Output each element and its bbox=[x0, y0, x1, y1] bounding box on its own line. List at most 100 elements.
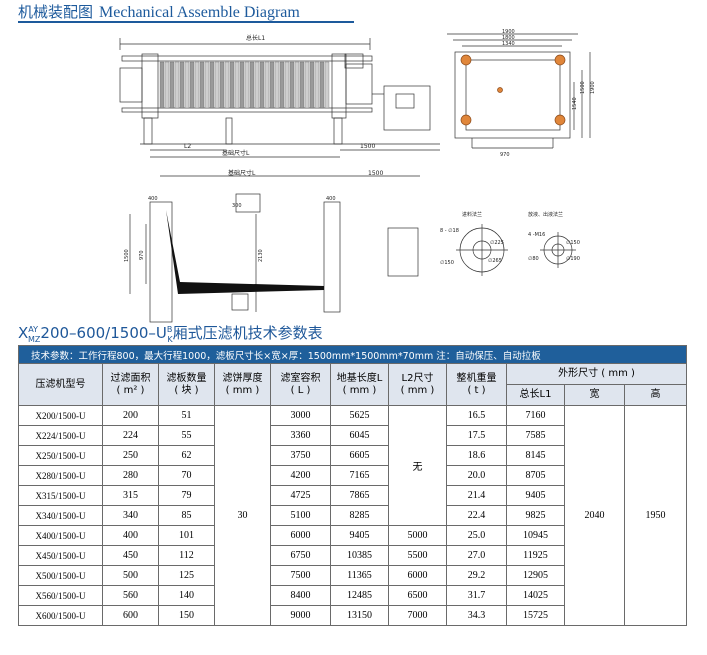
th-plates-label: 滤板数量 bbox=[166, 372, 207, 384]
cell-l2: 6000 bbox=[388, 565, 447, 586]
cell-model: X250/1500-U bbox=[18, 445, 103, 466]
th-outline: 外形尺寸 ( mm ) bbox=[505, 363, 688, 385]
cell-volume: 6750 bbox=[270, 545, 331, 566]
filter-plate bbox=[169, 61, 175, 109]
bolt-8-18: 8 - ∅18 bbox=[440, 228, 459, 234]
assembly-drawing: 总长L1 L2 基础尺寸L 1500 1900 1800 1340 970 15 bbox=[0, 24, 707, 324]
section-heading: 机械装配图 Mechanical Assemble Diagram bbox=[18, 1, 300, 25]
dim-2130: 2130 bbox=[258, 249, 264, 262]
filter-plate bbox=[224, 61, 230, 109]
filter-plate bbox=[179, 61, 185, 109]
cell-volume: 3000 bbox=[270, 405, 331, 426]
filter-plate bbox=[324, 61, 330, 109]
dim-d150: ∅150 bbox=[440, 260, 454, 266]
cell-base-length: 13150 bbox=[330, 605, 389, 626]
feed-flange-label: 进料法兰 bbox=[462, 211, 482, 218]
cell-model: X200/1500-U bbox=[18, 405, 103, 426]
dim-d225: ∅225 bbox=[490, 240, 504, 246]
cell-model: X560/1500-U bbox=[18, 585, 103, 606]
cell-width: 2040 bbox=[564, 405, 625, 626]
cell-volume: 7500 bbox=[270, 565, 331, 586]
foundation-plan bbox=[129, 175, 420, 323]
drain-flange bbox=[540, 232, 576, 268]
cell-weight: 22.4 bbox=[446, 505, 507, 526]
cell-l2: 7000 bbox=[388, 605, 447, 626]
filter-plate bbox=[274, 61, 280, 109]
cell-plates: 150 bbox=[158, 605, 215, 626]
cell-model: X280/1500-U bbox=[18, 465, 103, 486]
cell-weight: 18.6 bbox=[446, 445, 507, 466]
cell-weight: 29.2 bbox=[446, 565, 507, 586]
cell-plates: 125 bbox=[158, 565, 215, 586]
dim-1500-a: 1500 bbox=[360, 143, 375, 150]
th-height: 高 bbox=[623, 384, 688, 406]
cell-area: 280 bbox=[102, 465, 159, 486]
cell-plates: 51 bbox=[158, 405, 215, 426]
feed-flange bbox=[456, 224, 508, 276]
cell-model: X450/1500-U bbox=[18, 545, 103, 566]
heading-en: Mechanical Assemble Diagram bbox=[99, 4, 300, 21]
filter-plate bbox=[309, 61, 315, 109]
cell-base-length: 12485 bbox=[330, 585, 389, 606]
cell-area: 224 bbox=[102, 425, 159, 446]
model-title: XAYMZ200–600/1500–UBK厢式压滤机技术参数表 bbox=[18, 322, 323, 344]
cell-area: 450 bbox=[102, 545, 159, 566]
cell-area: 200 bbox=[102, 405, 159, 426]
drain-flange-label: 放液、出液法兰 bbox=[528, 211, 563, 218]
th-area-unit: ( m² ) bbox=[116, 384, 145, 396]
th-base-label: 地基长度L bbox=[336, 372, 383, 384]
header-row-1: 压滤机型号 过滤面积( m² ) 滤板数量( 块 ) 滤饼厚度( mm ) 滤室… bbox=[18, 363, 688, 406]
spec-table: 技术参数：工作行程800，最大行程1000，滤板尺寸长×宽×厚：1500mm*1… bbox=[17, 345, 688, 626]
dim-d190: ∅190 bbox=[566, 256, 580, 262]
cell-area: 315 bbox=[102, 485, 159, 506]
filter-plates bbox=[159, 61, 330, 109]
filter-plate bbox=[199, 61, 205, 109]
filter-plate bbox=[294, 61, 300, 109]
th-volume: 滤室容积( L ) bbox=[270, 363, 331, 406]
heading-cn: 机械装配图 bbox=[18, 3, 94, 21]
dim-1900-side: 1900 bbox=[590, 81, 596, 94]
model-title-sub1: MZ bbox=[28, 335, 41, 344]
filter-plate bbox=[259, 61, 265, 109]
cell-volume: 8400 bbox=[270, 585, 331, 606]
cell-base-length: 7165 bbox=[330, 465, 389, 486]
th-plates: 滤板数量( 块 ) bbox=[158, 363, 215, 406]
filter-plate bbox=[184, 61, 190, 109]
tech-params-row: 技术参数：工作行程800，最大行程1000，滤板尺寸长×宽×厚：1500mm*1… bbox=[17, 345, 688, 364]
cell-l2: 6500 bbox=[388, 585, 447, 606]
th-l2-unit: ( mm ) bbox=[400, 384, 435, 396]
cell-model: X315/1500-U bbox=[18, 485, 103, 506]
cell-model: X400/1500-U bbox=[18, 525, 103, 546]
filter-plate bbox=[204, 61, 210, 109]
dim-d80: ∅80 bbox=[528, 256, 539, 262]
filter-plate bbox=[304, 61, 310, 109]
cell-plates: 62 bbox=[158, 445, 215, 466]
filter-plate bbox=[264, 61, 270, 109]
cell-volume: 4725 bbox=[270, 485, 331, 506]
cell-weight: 34.3 bbox=[446, 605, 507, 626]
cell-volume: 6000 bbox=[270, 525, 331, 546]
cell-total-length: 11925 bbox=[506, 545, 565, 566]
cell-total-length: 7160 bbox=[506, 405, 565, 426]
model-title-suffix: 厢式压滤机技术参数表 bbox=[172, 324, 323, 342]
cell-plates: 101 bbox=[158, 525, 215, 546]
th-base: 地基长度L( mm ) bbox=[330, 363, 389, 406]
cell-area: 500 bbox=[102, 565, 159, 586]
model-title-sub2: K bbox=[167, 335, 173, 344]
cell-weight: 17.5 bbox=[446, 425, 507, 446]
filter-plate bbox=[254, 61, 260, 109]
cell-weight: 20.0 bbox=[446, 465, 507, 486]
dim-1900: 1900 bbox=[502, 29, 515, 35]
cell-plates: 140 bbox=[158, 585, 215, 606]
cell-volume: 4200 bbox=[270, 465, 331, 486]
filter-plate bbox=[244, 61, 250, 109]
cell-volume: 9000 bbox=[270, 605, 331, 626]
cell-base-length: 10385 bbox=[330, 545, 389, 566]
cell-base-length: 6045 bbox=[330, 425, 389, 446]
filter-plate bbox=[279, 61, 285, 109]
